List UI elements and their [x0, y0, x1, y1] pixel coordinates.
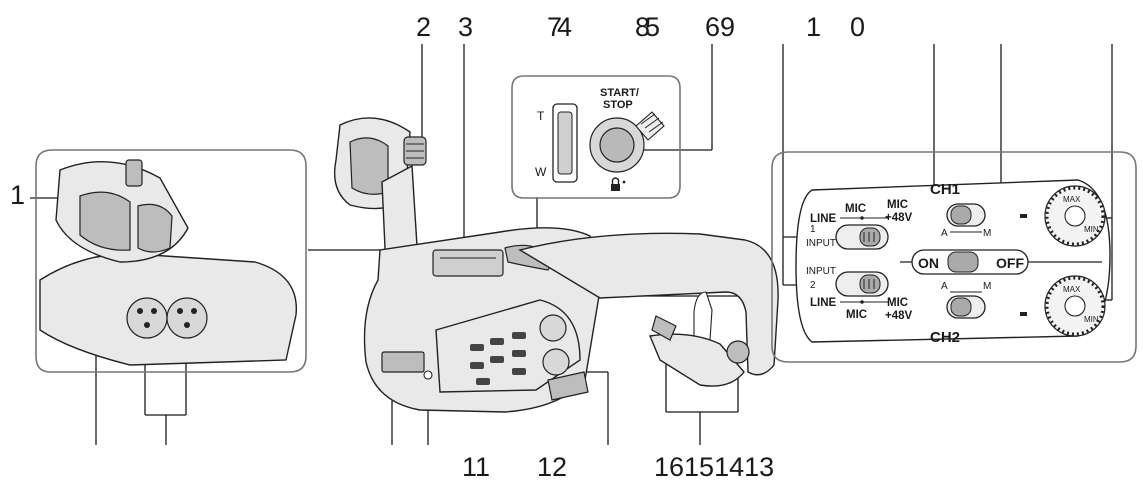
input2-number: 2: [810, 280, 816, 291]
ch1-a-label: A: [941, 228, 948, 239]
ch2-min-label: MIN: [1084, 315, 1099, 324]
mic48-1b-label: +48V: [885, 212, 913, 224]
mic-holder-detail: [55, 159, 189, 263]
line1-label: LINE: [810, 213, 837, 225]
audio-panel-inset: CH1 CH2 LINE MIC MIC +48V INPUT 1 INPUT …: [771, 151, 1137, 363]
off-label: OFF: [996, 255, 1024, 271]
ch1-min-label: MIN: [1084, 225, 1099, 234]
input2-label: INPUT: [806, 266, 836, 277]
mic48-2a-label: MIC: [887, 297, 908, 309]
callout-11: 11: [462, 452, 490, 482]
callout-9: 9: [720, 12, 735, 42]
ch2-max-label: MAX: [1063, 285, 1081, 294]
start-stop-label-2: STOP: [603, 99, 633, 111]
callout-2: 2: [416, 12, 431, 42]
handle-screw-1[interactable]: [651, 315, 677, 341]
microphone-holder: [333, 117, 427, 271]
callout-8: 8: [635, 12, 650, 42]
callout-1-left: 1: [10, 180, 25, 210]
input1-label: INPUT: [806, 238, 836, 249]
start-stop-button[interactable]: [599, 127, 635, 163]
accessory-shoe[interactable]: [432, 249, 504, 277]
ch1-label: CH1: [930, 181, 960, 198]
side-slot: [381, 351, 425, 373]
indicator-lamp: [423, 370, 433, 380]
ch1-max-label: MAX: [1063, 195, 1081, 204]
lock-icon: [611, 177, 626, 191]
ch1-m-label: M: [983, 228, 991, 239]
mic48-2b-label: +48V: [885, 310, 913, 322]
callout-4: 4: [557, 12, 572, 42]
zoom-tele-label: T: [537, 109, 545, 123]
callout-3: 3: [458, 12, 473, 42]
input1-number: 1: [810, 224, 816, 235]
mount-screw[interactable]: [547, 371, 589, 401]
ch2-a-label: A: [941, 281, 948, 292]
callout-12: 12: [537, 452, 567, 482]
record-zoom-inset: T W START/ STOP: [511, 75, 681, 199]
mic1-label: MIC: [845, 203, 866, 215]
small-dial-1[interactable]: [539, 314, 567, 342]
xlr-detail-inset: [35, 149, 307, 373]
start-stop-label-1: START/: [600, 87, 639, 99]
xlr-input-2-jack: [166, 297, 208, 339]
ch2-label: CH2: [930, 329, 960, 346]
callout-6: 6: [705, 12, 720, 42]
callout-7: 7: [547, 12, 562, 42]
callout-5: 5: [645, 12, 660, 42]
on-label: ON: [918, 255, 939, 271]
ch2-level-dial[interactable]: MAX MIN: [1044, 275, 1106, 337]
ch1-level-dial[interactable]: MAX MIN: [1044, 185, 1106, 247]
mic2-label: MIC: [846, 309, 867, 321]
callout-16151413: 16151413: [654, 452, 774, 482]
zoom-wide-label: W: [535, 165, 547, 179]
handle-foot: [649, 333, 745, 387]
small-dial-2[interactable]: [542, 348, 570, 376]
callout-1-top: 1: [806, 12, 821, 42]
xlr-input-1-jack: [126, 297, 168, 339]
handle-unit-body: [333, 117, 779, 413]
zoom-rocker[interactable]: [557, 111, 573, 175]
line2-label: LINE: [810, 297, 837, 309]
mic48-1a-label: MIC: [887, 199, 908, 211]
handle-screw-2[interactable]: [726, 340, 750, 364]
carry-handle: [518, 232, 779, 376]
ch2-m-label: M: [983, 281, 991, 292]
callout-0: 0: [850, 12, 865, 42]
